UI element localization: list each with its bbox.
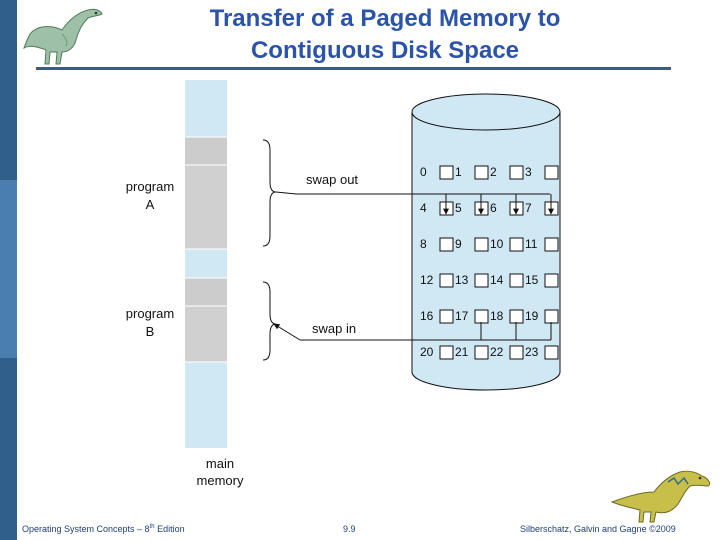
program-a-brace [262,139,277,247]
program-b-label-line-2: B [146,324,155,339]
disk-block [474,165,489,180]
disk-block-label: 23 [525,345,539,359]
memory-page-frame [185,278,227,306]
disk-block [544,165,559,180]
slide-title-line-1: Transfer of a Paged Memory to [209,5,561,32]
disk-block [474,345,489,360]
disk-block [474,273,489,288]
swap-out-label: swap out [306,172,358,187]
disk-block [439,273,454,288]
disk-block [439,165,454,180]
disk-block [439,309,454,324]
disk-block-label: 13 [455,273,469,287]
disk-block [509,165,524,180]
disk-block [474,309,489,324]
disk-block-label: 12 [420,273,434,287]
disk-block-label: 9 [455,237,462,251]
disk-block [509,273,524,288]
sidebar-stripe [0,0,17,540]
footer-book-title-prefix: Operating System Concepts – 8 [22,524,150,534]
swap-in-label: swap in [312,321,356,336]
title-underline [36,67,671,70]
disk-block [544,309,559,324]
disk-block-label: 10 [490,237,504,251]
footer-book-title-sup: th [149,524,155,530]
disk-block-label: 19 [525,309,539,323]
disk-block-label: 8 [420,237,427,251]
program-b-brace [262,281,277,361]
dinosaur-logo-icon [610,470,711,523]
disk-block [544,345,559,360]
disk-block [544,273,559,288]
disk-block-label: 16 [420,309,434,323]
disk-block [509,345,524,360]
disk-block-label: 15 [525,273,539,287]
disk-block-label: 4 [420,201,427,215]
program-b-label-line-1: program [126,306,174,321]
disk-block [509,237,524,252]
disk-block-label: 14 [490,273,504,287]
disk-block [439,237,454,252]
memory-free-region [185,80,227,448]
main-memory-label-line-1: main [206,456,234,471]
footer-page-number: 9.9 [343,524,356,534]
slide-title: Transfer of a Paged Memory to Contiguous… [120,3,650,67]
program-a-label-line-2: A [146,197,155,212]
slide-title-line-2: Contiguous Disk Space [250,37,520,64]
disk-block-label: 18 [490,309,504,323]
main-memory-column [185,80,227,448]
disk-block-label: 21 [455,345,469,359]
disk-block-label: 3 [525,165,532,179]
sidebar-segment [0,0,17,180]
disk-block-label: 6 [490,201,497,215]
disk-block-label: 0 [420,165,427,179]
footer-book-title: Operating System Concepts – 8th Edition [22,524,185,534]
footer-book-title-suffix: Edition [154,524,185,534]
swap-in-arrow [273,323,301,341]
disk-block-label: 1 [455,165,462,179]
disk-block [439,345,454,360]
sidebar-segment [0,358,17,540]
disk-block [544,237,559,252]
program-a-label-line-1: program [126,179,174,194]
disk-block-label: 7 [525,201,532,215]
memory-page-frame [185,137,227,165]
disk-block [474,237,489,252]
disk-block-label: 11 [525,237,538,251]
swap-out-line [275,191,435,195]
dinosaur-logo-icon [23,8,103,65]
main-memory-label-line-2: memory [197,473,244,488]
disk-block-label: 20 [420,345,434,359]
disk-block-label: 17 [455,309,469,323]
disk-block [509,309,524,324]
sidebar-segment [0,180,17,358]
disk-block-label: 22 [490,345,504,359]
disk-block-label: 2 [490,165,497,179]
memory-page-frame [185,306,227,362]
disk-block-label: 5 [455,201,462,215]
footer-authors: Silberschatz, Galvin and Gagne ©2009 [520,524,676,534]
memory-page-frame [185,165,227,249]
